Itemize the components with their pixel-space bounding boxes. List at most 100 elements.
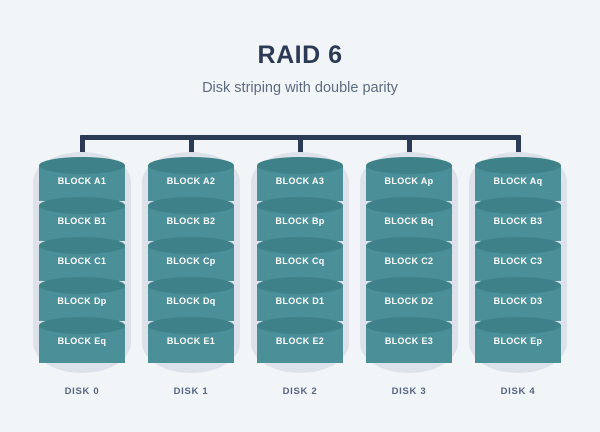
block-cylinder-top: [257, 197, 343, 214]
block-cylinder-top: [366, 277, 452, 294]
block-label: BLOCK A3: [275, 176, 325, 186]
block-cylinder-top: [257, 277, 343, 294]
disk-block[interactable]: BLOCK C2: [366, 237, 452, 289]
block-cylinder-top: [148, 197, 234, 214]
block-cylinder-top: [475, 157, 561, 174]
disk-2[interactable]: BLOCK A3 BLOCK Bp BLOCK Cq BLOCK D1 BLOCK E2: [251, 152, 349, 377]
block-label: BLOCK E1: [166, 336, 216, 346]
disk-4[interactable]: BLOCK Aq BLOCK B3 BLOCK C3 BLOCK D3 BLOCK Ep: [469, 152, 567, 377]
block-cylinder-top: [366, 317, 452, 334]
block-label: BLOCK A2: [166, 176, 216, 186]
bus-drop-line: [297, 135, 303, 167]
disk-block[interactable]: BLOCK Aq: [475, 157, 561, 209]
block-label: BLOCK Ep: [493, 336, 543, 346]
block-stack: BLOCK A1 BLOCK B1 BLOCK C1 BLOCK Dp BLOCK Eq: [39, 157, 125, 368]
block-label: BLOCK Cp: [166, 256, 216, 266]
block-cylinder-top: [148, 317, 234, 334]
disk-block[interactable]: BLOCK A2: [148, 157, 234, 209]
block-cylinder-top: [39, 197, 125, 214]
bus-drop-line: [79, 135, 85, 167]
disk-block[interactable]: BLOCK Dp: [39, 277, 125, 329]
block-cylinder-top: [475, 237, 561, 254]
disk-block[interactable]: BLOCK Ep: [475, 317, 561, 369]
block-label: BLOCK C1: [57, 256, 107, 266]
block-label: BLOCK B1: [57, 216, 107, 226]
disk-1[interactable]: BLOCK A2 BLOCK B2 BLOCK Cp BLOCK Dq BLOCK E1: [142, 152, 240, 377]
block-cylinder-top: [257, 317, 343, 334]
disk-caption-0: DISK 0: [64, 386, 100, 397]
block-cylinder-top: [366, 237, 452, 254]
block-cylinder-top: [366, 157, 452, 174]
disk-block[interactable]: BLOCK B2: [148, 197, 234, 249]
disk-block[interactable]: BLOCK E1: [148, 317, 234, 369]
bus-drop-line: [406, 135, 412, 167]
block-cylinder-top: [475, 277, 561, 294]
block-label: BLOCK D3: [493, 296, 543, 306]
disk-block[interactable]: BLOCK Dq: [148, 277, 234, 329]
disk-block[interactable]: BLOCK Bq: [366, 197, 452, 249]
disk-block[interactable]: BLOCK A3: [257, 157, 343, 209]
block-label: BLOCK E3: [384, 336, 434, 346]
block-stack: BLOCK A2 BLOCK B2 BLOCK Cp BLOCK Dq BLOCK E1: [148, 157, 234, 368]
disk-block[interactable]: BLOCK E3: [366, 317, 452, 369]
block-stack: BLOCK A3 BLOCK Bp BLOCK Cq BLOCK D1 BLOCK E2: [257, 157, 343, 368]
block-label: BLOCK Dp: [57, 296, 107, 306]
block-cylinder-top: [257, 157, 343, 174]
disk-caption-3: DISK 3: [391, 386, 427, 397]
block-label: BLOCK B3: [493, 216, 543, 226]
block-label: BLOCK A1: [57, 176, 107, 186]
block-label: BLOCK B2: [166, 216, 216, 226]
disk-caption-1: DISK 1: [173, 386, 209, 397]
block-label: BLOCK Bq: [384, 216, 434, 226]
block-cylinder-top: [475, 197, 561, 214]
block-cylinder-top: [39, 277, 125, 294]
block-cylinder-top: [39, 157, 125, 174]
disk-block[interactable]: BLOCK D2: [366, 277, 452, 329]
block-stack: BLOCK Ap BLOCK Bq BLOCK C2 BLOCK D2 BLOCK E3: [366, 157, 452, 368]
block-label: BLOCK Ap: [384, 176, 434, 186]
disk-block[interactable]: BLOCK C1: [39, 237, 125, 289]
block-cylinder-top: [39, 317, 125, 334]
disk-block[interactable]: BLOCK B1: [39, 197, 125, 249]
disk-3[interactable]: BLOCK Ap BLOCK Bq BLOCK C2 BLOCK D2 BLOCK E3: [360, 152, 458, 377]
block-label: BLOCK C3: [493, 256, 543, 266]
block-label: BLOCK E2: [275, 336, 325, 346]
disk-block[interactable]: BLOCK E2: [257, 317, 343, 369]
block-label: BLOCK D1: [275, 296, 325, 306]
bus-drop-line: [515, 135, 521, 167]
block-cylinder-top: [366, 197, 452, 214]
block-label: BLOCK Eq: [57, 336, 107, 346]
block-label: BLOCK C2: [384, 256, 434, 266]
disk-block[interactable]: BLOCK Cq: [257, 237, 343, 289]
block-cylinder-top: [148, 277, 234, 294]
disk-block[interactable]: BLOCK Cp: [148, 237, 234, 289]
block-cylinder-top: [148, 157, 234, 174]
disk-block[interactable]: BLOCK C3: [475, 237, 561, 289]
disk-array: BLOCK A1 BLOCK B1 BLOCK C1 BLOCK Dp BLOCK Eq…: [0, 152, 600, 377]
block-label: BLOCK Dq: [166, 296, 216, 306]
page-subtitle: Disk striping with double parity: [202, 80, 398, 96]
block-label: BLOCK Bp: [275, 216, 325, 226]
block-label: BLOCK Aq: [493, 176, 543, 186]
disk-0[interactable]: BLOCK A1 BLOCK B1 BLOCK C1 BLOCK Dp BLOCK Eq: [33, 152, 131, 377]
disk-block[interactable]: BLOCK Ap: [366, 157, 452, 209]
disk-block[interactable]: BLOCK B3: [475, 197, 561, 249]
disk-block[interactable]: BLOCK A1: [39, 157, 125, 209]
disk-block[interactable]: BLOCK Bp: [257, 197, 343, 249]
page-title: RAID 6: [257, 41, 343, 69]
disk-block[interactable]: BLOCK D1: [257, 277, 343, 329]
block-cylinder-top: [257, 237, 343, 254]
block-cylinder-top: [148, 237, 234, 254]
block-cylinder-top: [475, 317, 561, 334]
disk-block[interactable]: BLOCK D3: [475, 277, 561, 329]
disk-caption-4: DISK 4: [500, 386, 536, 397]
block-cylinder-top: [39, 237, 125, 254]
block-label: BLOCK Cq: [275, 256, 325, 266]
bus-drop-line: [188, 135, 194, 167]
disk-block[interactable]: BLOCK Eq: [39, 317, 125, 369]
controller-bus: [79, 135, 521, 167]
diagram-header: RAID 6 Disk striping with double parity: [0, 40, 600, 97]
block-label: BLOCK D2: [384, 296, 434, 306]
